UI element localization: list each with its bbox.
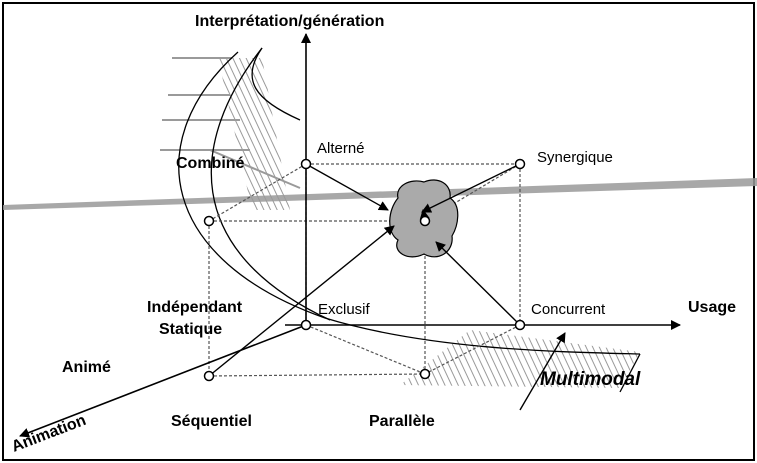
label-combine: Combiné <box>176 155 245 172</box>
animation-axis-label: Animation <box>9 412 88 456</box>
node-exclusif <box>300 319 312 331</box>
surface-curve-top <box>251 47 301 121</box>
label-anime: Animé <box>62 359 111 376</box>
node-parallele <box>419 368 431 380</box>
band-plane <box>3 178 757 210</box>
label-statique: Statique <box>159 321 222 338</box>
surface-curve-inner <box>178 51 641 355</box>
label-sequentiel: Séquentiel <box>171 413 252 430</box>
node-alterne <box>300 158 312 170</box>
label-parallele: Parallèle <box>369 413 435 430</box>
label-exclusif: Exclusif <box>318 301 371 318</box>
animation-axis <box>19 324 307 438</box>
vertical-axis-label: Interprétation/génération <box>195 13 384 30</box>
label-concurrent: Concurrent <box>531 301 606 318</box>
node-concurrent <box>514 319 526 331</box>
node-combine <box>203 215 215 227</box>
surface-hatch-top <box>160 57 301 210</box>
label-alterne: Alterné <box>317 140 365 157</box>
label-multimodal: Multimodal <box>540 369 641 390</box>
label-synergique: Synergique <box>537 149 613 166</box>
blob-arrows <box>208 163 566 411</box>
node-synergique <box>514 158 526 170</box>
usage-axis-label: Usage <box>688 299 736 316</box>
surface-curve-left <box>210 47 331 321</box>
cube-nodes <box>203 158 526 382</box>
surface-curve-edge <box>619 353 641 393</box>
node-parallele-top <box>419 215 431 227</box>
node-sequentiel <box>203 370 215 382</box>
label-independant: Indépendant <box>147 299 243 316</box>
